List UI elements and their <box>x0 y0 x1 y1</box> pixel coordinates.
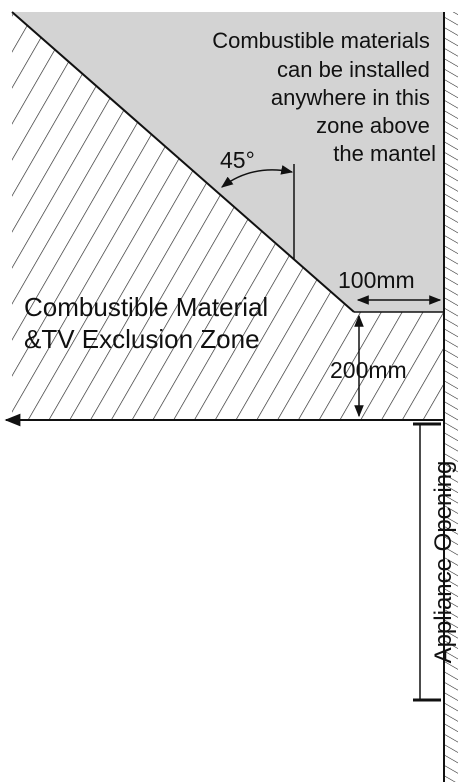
dim-horizontal-label: 100mm <box>338 267 415 293</box>
safe-zone-label: Combustible materials can be installed a… <box>212 28 436 166</box>
angle-arc <box>221 165 294 188</box>
appliance-opening-label: Appliance Opening <box>430 461 457 664</box>
dim-vertical-label: 200mm <box>330 357 407 383</box>
exclusion-zone <box>12 12 444 420</box>
angle-label: 45° <box>220 147 255 173</box>
safe-zone <box>12 12 444 312</box>
wall-hatch <box>444 12 458 782</box>
boundary-45-line <box>11 11 355 313</box>
exclusion-zone-label: Combustible Material &TV Exclusion Zone <box>24 292 275 354</box>
